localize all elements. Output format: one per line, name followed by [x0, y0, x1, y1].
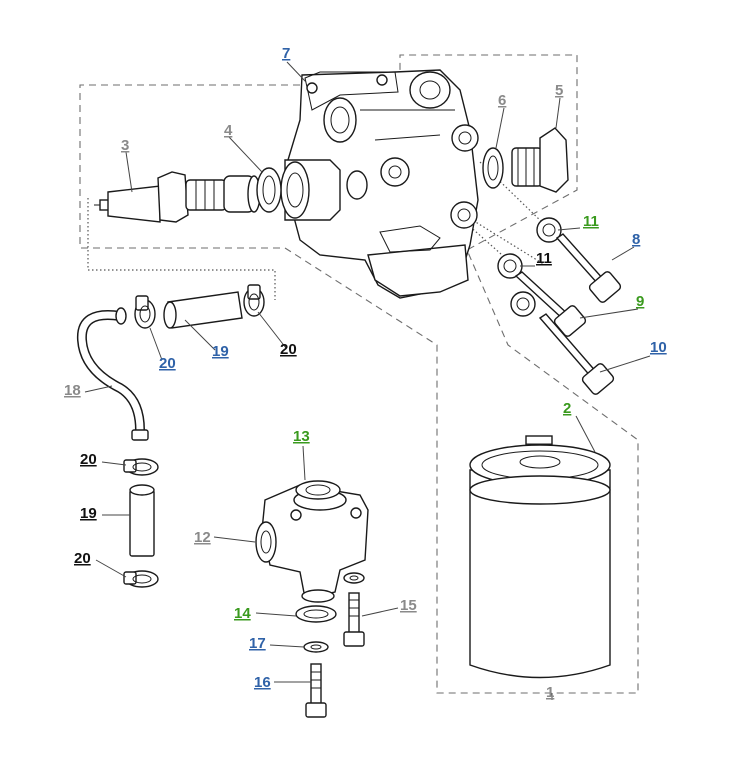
- bolt-part-9: [514, 271, 587, 337]
- callout-19-lower: 19: [80, 505, 97, 522]
- filter-head-body: [280, 69, 479, 299]
- washer-part-6: [482, 147, 504, 189]
- callout-4: 4: [224, 122, 233, 139]
- callout-14: 14: [234, 605, 251, 622]
- callout-2: 2: [563, 400, 571, 417]
- o-ring-part-4: [256, 167, 282, 213]
- clamp-upper-right: [243, 284, 265, 317]
- washer-part-17: [303, 641, 329, 653]
- callout-11-upper: 11: [583, 213, 599, 230]
- bolt-part-10: [538, 313, 615, 395]
- callout-20-lower-bottom: 20: [74, 550, 91, 567]
- plug-part-5: [511, 127, 569, 193]
- callout-17: 17: [249, 635, 266, 652]
- callout-13: 13: [293, 428, 310, 445]
- callout-12: 12: [194, 529, 211, 546]
- callout-7: 7: [282, 45, 290, 62]
- callout-9: 9: [636, 293, 644, 310]
- callout-5: 5: [555, 82, 563, 99]
- callout-20-upper-left: 20: [159, 355, 176, 372]
- callout-labels: 1 2 3 4 5 6 7 8 9 10 11 11 12 13 14 15 1…: [64, 45, 667, 701]
- bolt-part-8: [555, 233, 622, 303]
- callout-15: 15: [400, 597, 417, 614]
- callout-20-upper-right: 20: [280, 341, 297, 358]
- screw-part-16: [305, 663, 327, 718]
- hose-upper: [163, 291, 243, 329]
- callout-1: 1: [546, 684, 554, 701]
- screw-part-15: [343, 592, 365, 647]
- callout-11-lower: 11: [536, 250, 552, 267]
- seal-ring-part-14: [295, 605, 337, 623]
- filter-cartridge: [469, 435, 611, 679]
- hose-lower: [129, 484, 155, 557]
- callout-20-lower-top: 20: [80, 451, 97, 468]
- clamp-lower-bottom: [123, 570, 159, 588]
- callout-6: 6: [498, 92, 506, 109]
- assembly-boundary: [79, 54, 639, 694]
- clamp-lower-top: [123, 458, 159, 476]
- callout-3: 3: [121, 137, 129, 154]
- clamp-upper-left: [134, 295, 156, 329]
- callout-19-upper: 19: [212, 343, 229, 360]
- washer-part-15: [343, 572, 365, 584]
- callout-10: 10: [650, 339, 667, 356]
- callout-18: 18: [64, 382, 81, 399]
- valve-assembly: [94, 171, 261, 223]
- leader-lines: [84, 61, 651, 700]
- callout-8: 8: [632, 231, 640, 248]
- nut-lower: [510, 291, 536, 317]
- fuel-pipe: [76, 307, 149, 441]
- adapter-block: [255, 480, 369, 603]
- callout-16: 16: [254, 674, 271, 691]
